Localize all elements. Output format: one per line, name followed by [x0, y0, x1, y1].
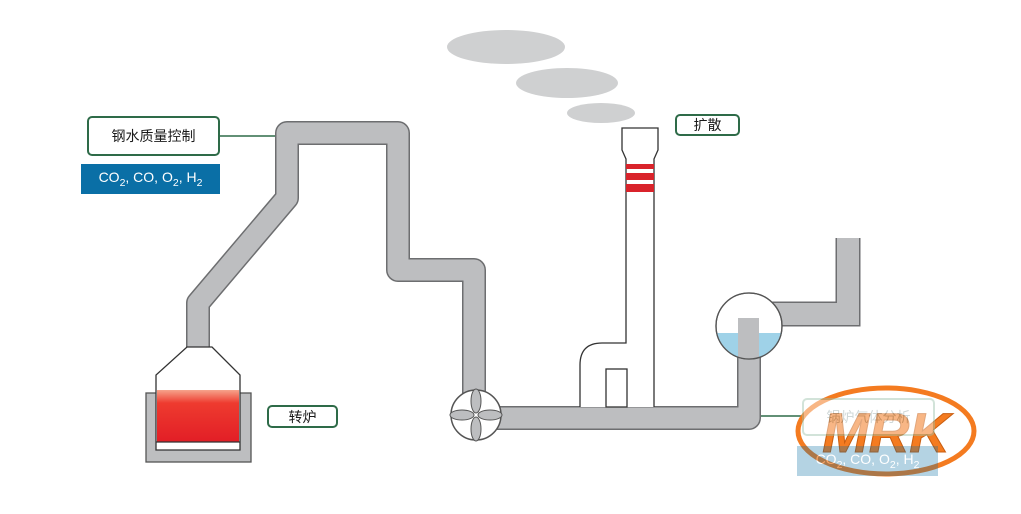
stack-band	[626, 173, 654, 180]
steel-quality-text: 钢水质量控制	[111, 129, 196, 145]
fan	[449, 388, 503, 442]
diffusion-label: 扩散	[675, 114, 740, 136]
gas-readout-primary: CO2, CO, O2, H2	[81, 164, 220, 194]
leader-lines	[219, 135, 802, 417]
boiler-label: 锅炉气体分析	[802, 398, 935, 436]
chimney-stack	[579, 127, 659, 408]
steel-quality-label: 钢水质量控制	[87, 116, 220, 156]
scrubber-sphere	[715, 292, 783, 360]
gas-readout-secondary: CO2, CO, O2, H2	[797, 446, 938, 476]
outlet-pipe	[770, 238, 861, 327]
gas-readout-text: CO2, CO, O2, H2	[98, 169, 203, 189]
stack-band	[626, 164, 654, 169]
converter-label: 转炉	[267, 405, 338, 428]
smoke-cloud	[447, 30, 565, 64]
boiler-text: 锅炉气体分析	[826, 410, 911, 426]
gas-readout-text: CO2, CO, O2, H2	[815, 451, 920, 471]
smoke-clouds	[447, 30, 635, 123]
molten-steel	[157, 390, 239, 442]
stack-band	[626, 184, 654, 192]
converter	[145, 346, 252, 463]
smoke-cloud	[516, 68, 618, 98]
converter-text: 转炉	[288, 409, 317, 426]
smoke-cloud	[567, 103, 635, 123]
diffusion-text: 扩散	[693, 118, 722, 134]
